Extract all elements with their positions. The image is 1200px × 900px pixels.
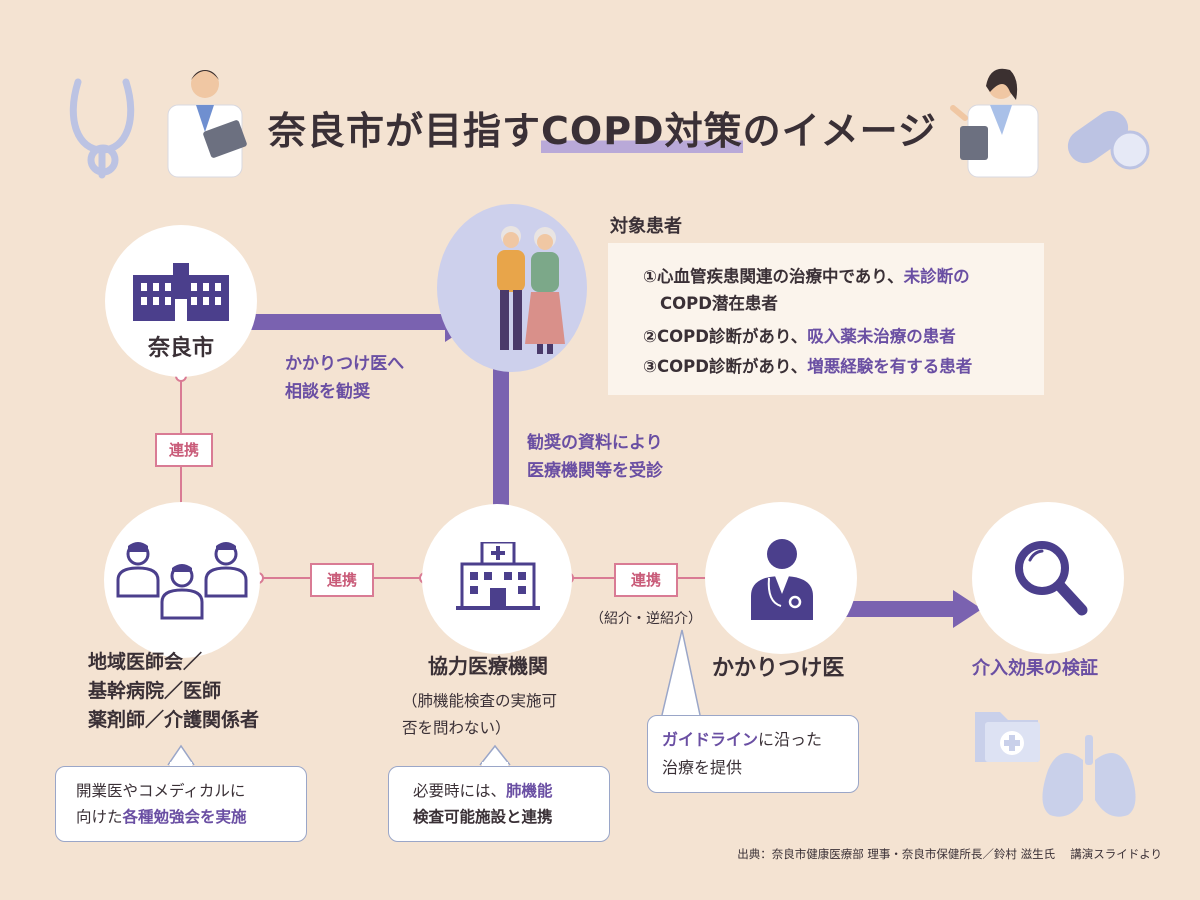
callout-emphasis: 検査可能施設と連携 [413,808,553,826]
target-item-emphasis: 増悪経験を有する患者 [807,357,973,376]
callout-emphasis: 肺機能 [506,782,553,800]
callout-line: 必要時には、肺機能 [413,779,553,803]
verify-label: 介入効果の検証 [972,658,1098,679]
callout-line: 開業医やコメディカルに [76,782,246,800]
arrow-text-line: 勧奨の資料により [527,433,663,453]
target-item-2: ②COPD診断があり、吸入薬未治療の患者 [643,323,956,347]
kakari-node [705,502,857,654]
callout-line: 治療を提供 [662,758,743,777]
magnifier-icon [1015,541,1088,616]
renkei-tag-right: 連携 [614,563,678,597]
title-prefix: 奈良市が目指す [268,109,542,153]
medical-folder-icon [975,712,1040,762]
arrow-kakari-to-verify [843,590,982,628]
stethoscope-icon [69,78,135,179]
city-hall-icon [133,263,229,321]
target-item-text: ②COPD診断があり、 [643,327,808,346]
renkei-tag-vertical: 連携 [155,433,213,467]
association-label-line: 地域医師会／ [88,651,203,673]
pill-icon [1067,110,1150,170]
kakari-callout: ガイドラインに沿った 治療を提供 [647,715,859,793]
target-item-3: ③COPD診断があり、増悪経験を有する患者 [643,353,972,377]
arrow-text-line: 医療機関等を受診 [527,461,663,481]
doctor-icon [751,539,813,620]
arrow-text-line: 相談を勧奨 [285,382,370,402]
title-highlight: COPD対策 [541,109,743,153]
renkei-tag-left: 連携 [310,563,374,597]
title-suffix: のイメージ [742,109,937,153]
doctor-male-icon [167,70,247,178]
lungs-icon [1042,735,1136,817]
association-label: 地域医師会／ 基幹病院／医師 薬剤師／介護関係者 [88,648,259,735]
stethoscope-chestpiece [87,144,119,176]
callout-emphasis: ガイドライン [662,730,759,749]
arrow-text-consult: かかりつけ医へ 相談を勧奨 [285,350,404,406]
callout-line: ガイドラインに沿った [662,728,822,752]
verify-node [972,502,1124,654]
kakari-label: かかりつけ医 [712,656,845,681]
target-item-1: ①心血管疾患関連の治療中であり、未診断の [643,263,970,287]
source-credit: 出典：奈良市健康医療部 理事・奈良市保健所長／鈴村 滋生氏 講演スライドより [737,847,1162,861]
elderly-couple-icon [497,226,565,354]
hospital-icon [456,542,540,610]
coop-note-line: 否を問わない） [402,719,511,737]
kakari-callout-pointer [661,629,701,716]
coop-node [422,504,572,654]
callout-text: 向けた [76,808,123,826]
nara-node: 奈良市 [105,225,257,377]
arrow-text-visit: 勧奨の資料により 医療機関等を受診 [527,429,663,485]
target-item-text: ①心血管疾患関連の治療中であり、 [643,267,904,286]
nara-label: 奈良市 [148,336,215,361]
doctor-female-icon [950,68,1039,178]
target-patients-box: ①心血管疾患関連の治療中であり、未診断の COPD潜在患者 ②COPD診断があり… [608,243,1044,395]
target-item-emphasis: 吸入薬未治療の患者 [807,327,956,346]
assoc-callout-pointer [167,744,195,766]
callout-text: に沿った [758,730,823,749]
medical-team-icon [116,542,248,620]
coop-callout-pointer [479,744,511,766]
coop-callout: 必要時には、肺機能 検査可能施設と連携 [388,766,610,842]
association-callout: 開業医やコメディカルに 向けた各種勉強会を実施 [55,766,307,842]
target-item-emphasis: 未診断の [903,267,970,286]
association-label-line: 薬剤師／介護関係者 [88,709,260,731]
coop-note-line: （肺機能検査の実施可 [402,692,558,710]
referral-note: （紹介・逆紹介） [590,611,702,627]
association-node [104,502,260,658]
callout-text: 必要時には、 [413,782,507,800]
arrow-text-line: かかりつけ医へ [285,354,405,374]
target-item-text: ③COPD診断があり、 [643,357,808,376]
callout-emphasis: 各種勉強会を実施 [122,808,247,826]
callout-line: 向けた各種勉強会を実施 [76,805,247,829]
target-heading: 対象患者 [610,216,682,237]
coop-note: （肺機能検査の実施可 否を問わない） [402,688,557,742]
coop-label: 協力医療機関 [428,654,548,678]
target-item-1-cont: COPD潜在患者 [660,294,778,313]
association-label-line: 基幹病院／医師 [88,680,222,702]
page-title: 奈良市が目指すCOPD対策のイメージ [268,100,937,155]
patients-node [437,204,587,372]
